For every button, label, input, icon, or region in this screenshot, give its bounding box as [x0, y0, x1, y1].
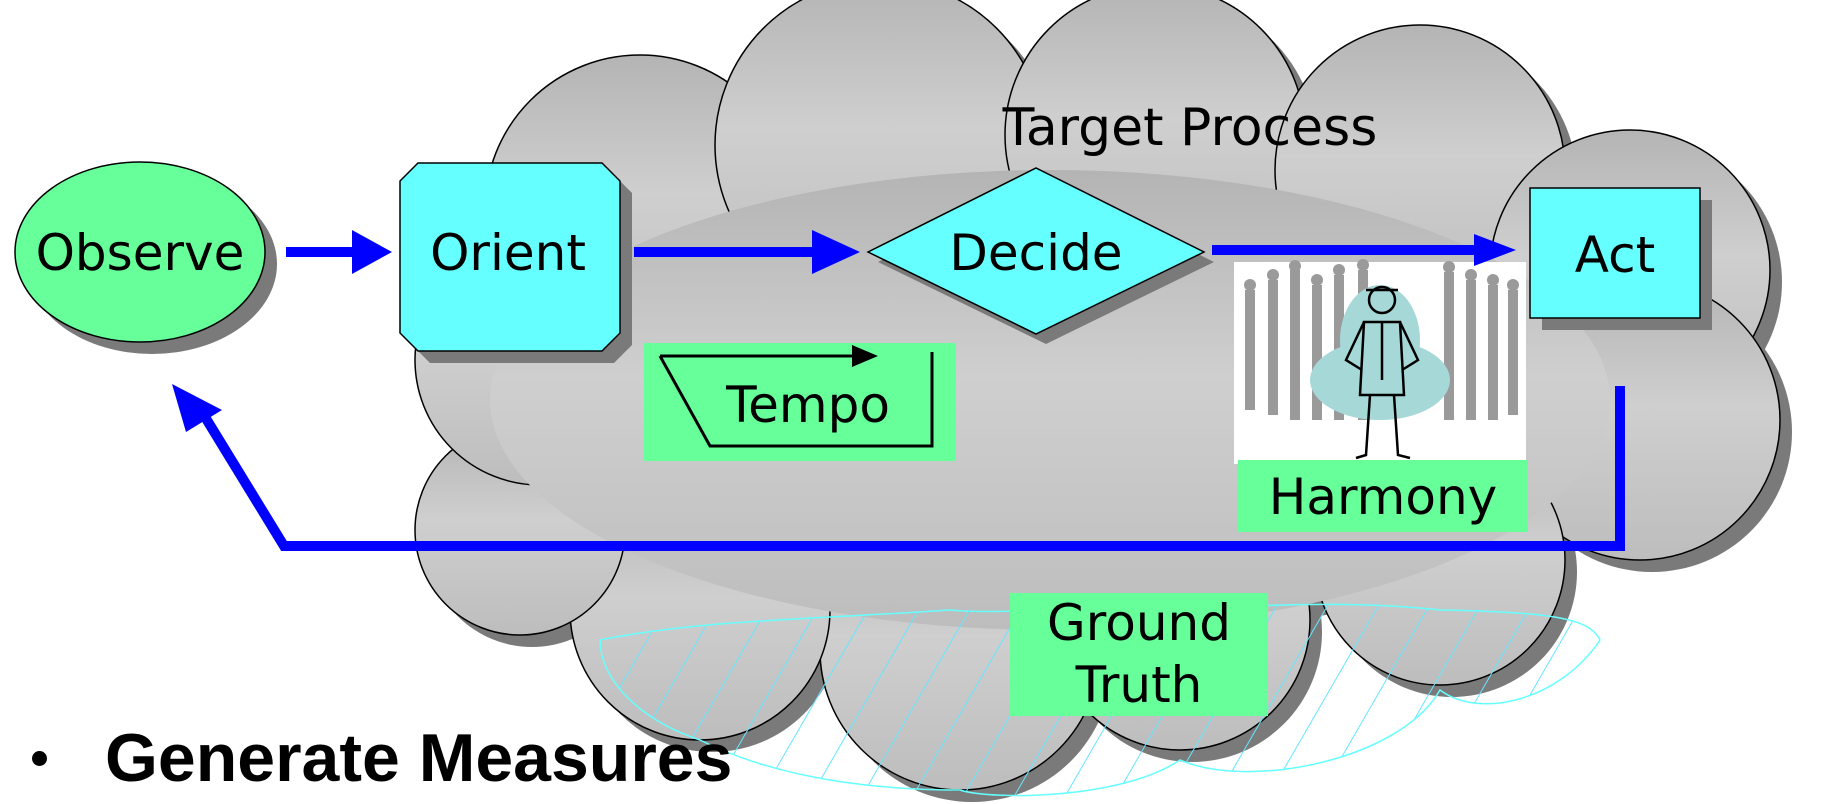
bullet-text: Generate Measures: [105, 720, 733, 796]
orient-node: [399, 162, 621, 352]
flow-arrows: [197, 245, 1625, 551]
orient-label: Orient: [430, 224, 586, 282]
decide-node: [866, 167, 1206, 335]
decide-label: Decide: [949, 224, 1122, 282]
ground-truth-label-line2: Truth: [1075, 656, 1203, 714]
tempo-label: Tempo: [725, 376, 890, 434]
bullet-dot: [32, 750, 47, 766]
act-node: [1529, 187, 1701, 319]
harmony-label: Harmony: [1269, 468, 1498, 526]
ground-truth-box: [1010, 593, 1268, 716]
arrowhead-observe: [172, 384, 222, 432]
flow-arrowheads: [172, 230, 1516, 432]
observe-node: [14, 161, 266, 343]
harmony-crowd-image: [1234, 259, 1526, 464]
arrowhead-act: [1474, 234, 1516, 266]
cloud-title: Target Process: [1002, 98, 1378, 158]
tempo-frame: [658, 352, 934, 448]
bullet-item: Generate Measures: [20, 712, 732, 804]
arrow-act-to-observe: [197, 386, 1625, 551]
tempo-box: [644, 343, 956, 461]
harmony-box: [1238, 460, 1528, 532]
ground-truth-label-line1: Ground: [1047, 594, 1231, 652]
arrowhead-orient: [352, 230, 392, 274]
arrowhead-decide: [812, 230, 860, 274]
tempo-arrowhead: [852, 345, 878, 367]
observe-label: Observe: [36, 224, 245, 282]
act-label: Act: [1575, 226, 1655, 284]
